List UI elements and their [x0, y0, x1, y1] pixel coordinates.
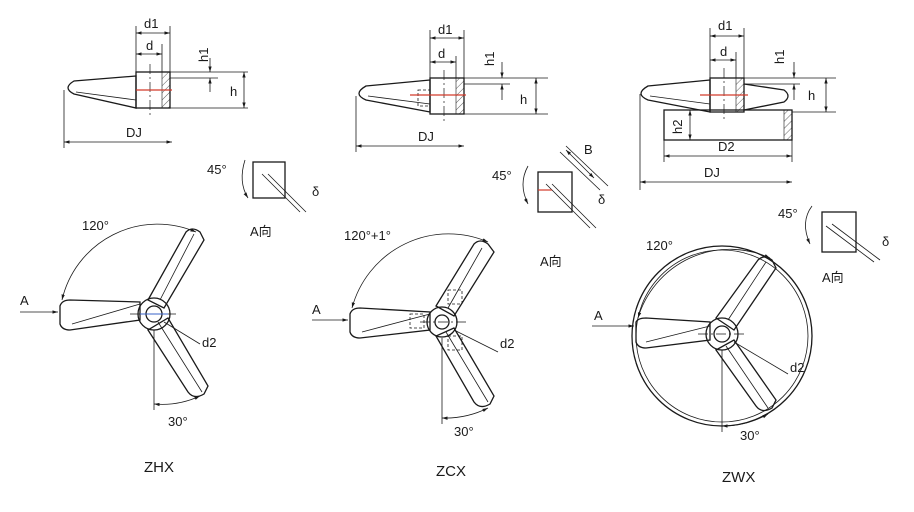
zwx-d1-label: d1	[718, 18, 732, 33]
zhx-view-a-label: A向	[250, 224, 272, 239]
zhx-model-label: ZHX	[144, 459, 174, 476]
zhx-d2-label: d2	[202, 335, 216, 350]
zwx-view-a: 45° δ A向	[778, 205, 889, 285]
zcx-d1-label: d1	[438, 22, 452, 37]
zhx-side-view: d1 d h1 h DJ	[63, 16, 248, 148]
zhx-30-label: 30°	[168, 414, 188, 429]
zwx-d2-dim-label: D2	[718, 139, 735, 154]
zwx-d-label: d	[720, 44, 727, 59]
zcx-d2-label: d2	[500, 336, 514, 351]
zwx-h2-label: h2	[670, 120, 685, 134]
zcx-model-label: ZCX	[436, 463, 466, 480]
zcx-b-label: B	[584, 142, 593, 157]
zhx-45-label: 45°	[207, 162, 227, 177]
zwx-45-label: 45°	[778, 206, 798, 221]
zwx-d2-label: d2	[790, 360, 804, 375]
zhx-h1-label: h1	[196, 48, 211, 62]
zhx-delta-label: δ	[312, 184, 319, 199]
zcx-30-label: 30°	[454, 424, 474, 439]
zwx-side-view: d1 d h1 h h2 D2 DJ	[639, 18, 836, 190]
zcx-120-label: 120°+1°	[344, 228, 391, 243]
zhx-arrow-a-label: A	[20, 293, 29, 308]
zcx-d-label: d	[438, 46, 445, 61]
zcx-45-label: 45°	[492, 168, 512, 183]
zhx-120-label: 120°	[82, 218, 109, 233]
zwx-delta-label: δ	[882, 234, 889, 249]
zwx-model-label: ZWX	[722, 469, 755, 486]
zhx-h-label: h	[230, 84, 237, 99]
zwx-120-label: 120°	[646, 238, 673, 253]
zwx-arrow-a-label: A	[594, 308, 603, 323]
zcx-side-view: d1 d h1 h DJ	[355, 22, 548, 152]
zcx-arrow-a-label: A	[312, 302, 321, 317]
zcx-h1-label: h1	[482, 52, 497, 66]
zcx-delta-label: δ	[598, 192, 605, 207]
zhx-d-label: d	[146, 38, 153, 53]
zhx-top-view: 120° A d2 30°	[20, 218, 216, 429]
zcx-h-label: h	[520, 92, 527, 107]
zwx-h-label: h	[808, 88, 815, 103]
zwx-30-label: 30°	[740, 428, 760, 443]
zwx-top-view: 120° A d2 30°	[592, 238, 813, 443]
zcx-dj-label: DJ	[418, 129, 434, 144]
zwx-dj-label: DJ	[704, 165, 720, 180]
zwx-view-a-label: A向	[822, 270, 844, 285]
zhx-view-a: 45° δ A向	[207, 159, 319, 239]
zwx-h1-label: h1	[772, 50, 787, 64]
zcx-view-a-label: A向	[540, 254, 562, 269]
zhx-d1-label: d1	[144, 16, 158, 31]
zcx-view-a: B 45° δ A向	[492, 142, 609, 269]
zcx-top-view: 120°+1° A d2 30°	[312, 228, 514, 439]
zhx-dj-label: DJ	[126, 125, 142, 140]
